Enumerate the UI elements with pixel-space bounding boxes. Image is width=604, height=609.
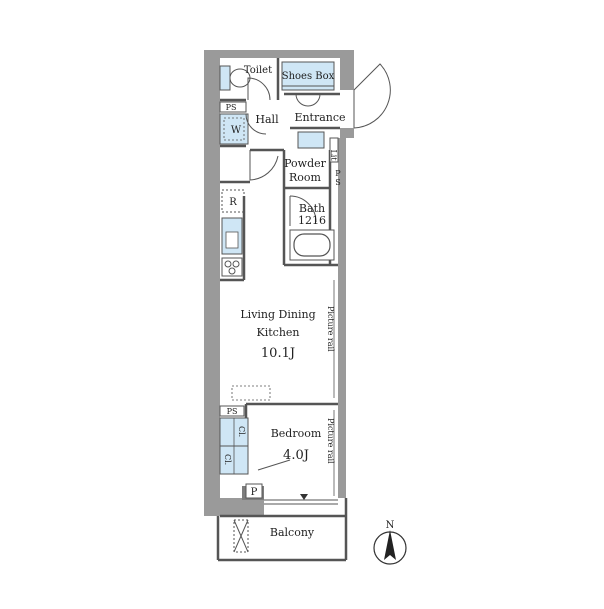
pipe-box	[245, 483, 263, 499]
storage-small-label: Lit	[329, 149, 338, 161]
shoes-box-cabinet	[281, 61, 335, 91]
ps-bedroom-label: PS	[227, 407, 238, 416]
balcony-drain	[233, 519, 249, 553]
picture-rail-label-1: Picture rail	[326, 306, 335, 352]
bedroom-diagonal	[257, 459, 291, 471]
kitchen-stove	[221, 257, 243, 277]
bathtub	[289, 229, 335, 261]
closet-label-2: Cl.	[223, 454, 232, 465]
ldk-dashed-area	[231, 385, 271, 401]
ps-box-bedroom	[219, 405, 245, 417]
powder-room-sink	[297, 131, 325, 149]
powder-room-label-1: Powder	[284, 157, 327, 170]
entrance-label: Entrance	[294, 111, 345, 124]
washer-pan	[219, 113, 249, 145]
exterior-walls	[204, 50, 354, 516]
bath-label-1: Bath	[299, 202, 325, 215]
hall-label: Hall	[255, 113, 279, 126]
bedroom-closets	[219, 417, 249, 475]
fridge-label: R	[229, 197, 237, 208]
kitchen-sink	[221, 217, 243, 255]
washer-label: W	[231, 125, 242, 136]
north-arrow: N	[373, 520, 407, 565]
north-label: N	[386, 520, 395, 531]
bedroom-size-label: 4.0J	[283, 448, 309, 463]
powder-room-label-2: Room	[289, 171, 322, 184]
ldk-size-label: 10.1J	[261, 346, 295, 361]
ldk-label-1: Living Dining	[240, 308, 315, 321]
closet-label-1: Cl.	[237, 426, 246, 437]
ps-top-label: PS	[226, 103, 237, 112]
bath-label-2: 1216	[298, 214, 326, 227]
bedroom-label: Bedroom	[271, 427, 322, 440]
ldk-label-2: Kitchen	[257, 326, 300, 339]
pipe-label: P	[251, 487, 258, 498]
ps-box-top	[219, 101, 247, 113]
balcony-label: Balcony	[270, 526, 315, 539]
toilet-label: Toilet	[244, 65, 272, 76]
fridge-space	[221, 189, 245, 213]
bedroom-window	[264, 494, 338, 505]
picture-rail-label-2: Picture rail	[326, 418, 335, 464]
shoes-box-label: Shoes Box	[282, 71, 335, 82]
doors	[245, 63, 391, 223]
